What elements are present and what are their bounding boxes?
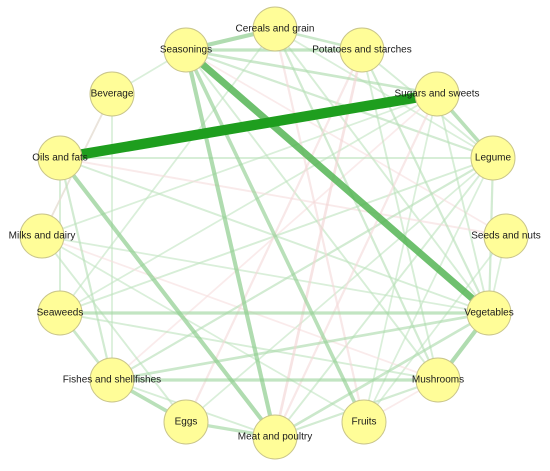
- node-legume: Legume: [470, 135, 516, 181]
- node-seeds: Seeds and nuts: [471, 213, 541, 259]
- node-circle-vegetables: [466, 290, 512, 336]
- node-label-meat: Meat and poultry: [238, 432, 313, 443]
- edges-layer: [41, 26, 507, 439]
- edge-cereals-seaweeds: [59, 28, 276, 314]
- node-label-fruits: Fruits: [352, 417, 377, 428]
- node-circle-mushrooms: [415, 357, 461, 403]
- node-label-oils: Oils and fats: [32, 153, 88, 164]
- node-seaweeds: Seaweeds: [37, 290, 84, 336]
- node-meat: Meat and poultry: [238, 414, 313, 460]
- node-label-vegetables: Vegetables: [464, 308, 514, 319]
- edge-seaweeds-sugars: [59, 93, 438, 314]
- edge-cereals-fruits: [273, 28, 366, 423]
- node-cereals: Cereals and grain: [236, 6, 315, 52]
- node-vegetables: Vegetables: [464, 290, 514, 336]
- edge-sugars-vegetables: [436, 93, 490, 314]
- node-eggs: Eggs: [163, 399, 209, 445]
- node-potatoes: Potatoes and starches: [312, 27, 412, 73]
- edge-seasonings-seeds: [185, 49, 507, 237]
- edge-fish-vegetables: [111, 311, 490, 382]
- node-label-seeds: Seeds and nuts: [471, 231, 541, 242]
- edge-seasonings-fruits: [184, 49, 366, 423]
- edge-oils-fish: [58, 157, 114, 381]
- edge-mushrooms-cereals: [273, 28, 440, 381]
- edge-cereals-vegetables: [274, 28, 490, 314]
- node-oils: Oils and fats: [32, 135, 88, 181]
- edge-seaweeds-mushrooms: [59, 312, 439, 381]
- edge-oils-seeds: [59, 157, 507, 237]
- node-label-fish: Fishes and shellfishes: [63, 375, 161, 386]
- node-circle-eggs: [163, 399, 209, 445]
- edge-fruits-seeds: [363, 235, 507, 423]
- edge-meat-vegetables: [274, 311, 490, 439]
- node-circle-fruits: [341, 399, 387, 445]
- node-label-beverage: Beverage: [91, 89, 134, 100]
- edge-fish-legume: [111, 157, 494, 381]
- node-circle-cereals: [252, 6, 298, 52]
- edge-seasonings-vegetables: [183, 47, 492, 316]
- node-sugars: Sugars and sweets: [394, 71, 480, 117]
- node-label-seaweeds: Seaweeds: [37, 308, 84, 319]
- edge-sugars-fruits: [363, 93, 438, 423]
- node-label-milks: Milks and dairy: [9, 231, 76, 242]
- node-circle-sugars: [414, 71, 460, 117]
- node-label-potatoes: Potatoes and starches: [312, 45, 412, 56]
- node-label-mushrooms: Mushrooms: [412, 375, 464, 386]
- node-beverage: Beverage: [89, 71, 135, 117]
- node-circle-meat: [252, 414, 298, 460]
- node-circle-beverage: [89, 71, 135, 117]
- edge-oils-meat: [58, 156, 277, 439]
- node-circle-legume: [470, 135, 516, 181]
- edge-potatoes-vegetables: [360, 49, 491, 314]
- edge-meat-legume: [274, 157, 494, 438]
- node-circle-potatoes: [339, 27, 385, 73]
- node-fish: Fishes and shellfishes: [63, 357, 161, 403]
- node-label-eggs: Eggs: [175, 417, 198, 428]
- node-milks: Milks and dairy: [9, 213, 76, 259]
- node-label-cereals: Cereals and grain: [236, 24, 315, 35]
- edge-seasonings-mushrooms: [185, 49, 439, 381]
- node-circle-fish: [89, 357, 135, 403]
- node-circle-oils: [37, 135, 83, 181]
- edge-seasonings-meat: [183, 49, 278, 438]
- edge-oils-sugars: [59, 88, 438, 164]
- node-label-legume: Legume: [475, 153, 512, 164]
- node-fruits: Fruits: [341, 399, 387, 445]
- node-circle-seeds: [483, 213, 529, 259]
- edge-potatoes-meat: [273, 49, 364, 438]
- node-label-sugars: Sugars and sweets: [394, 89, 479, 100]
- edge-milks-vegetables: [41, 235, 490, 314]
- edge-milks-eggs: [41, 235, 187, 423]
- node-mushrooms: Mushrooms: [412, 357, 464, 403]
- node-seasonings: Seasonings: [160, 27, 212, 73]
- node-circle-seaweeds: [37, 290, 83, 336]
- node-circle-seasonings: [163, 27, 209, 73]
- node-label-seasonings: Seasonings: [160, 45, 212, 56]
- edge-seasonings-legume: [185, 48, 494, 160]
- node-circle-milks: [19, 213, 65, 259]
- edge-seasonings-sugars: [185, 48, 438, 96]
- edge-eggs-legume: [185, 157, 494, 423]
- edge-fruits-legume: [363, 157, 494, 423]
